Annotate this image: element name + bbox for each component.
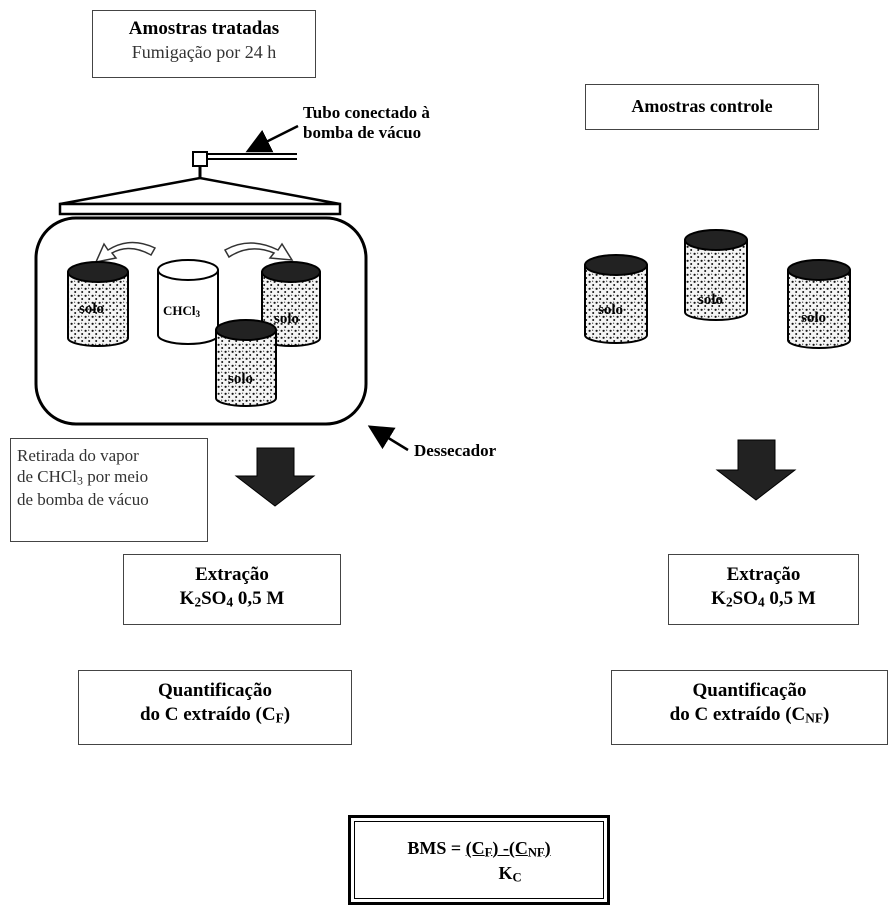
soil-label: solo [228, 371, 254, 387]
bms-formula: BMS = (CF) -(CNF) KC [351, 838, 607, 885]
extraction-box-treated: Extração K2SO4 0,5 M [123, 554, 341, 625]
vacuum-tube-label-line2: bomba de vácuo [303, 123, 422, 143]
vapor-removal-box: Retirada do vapor de CHCl3 por meio de b… [10, 438, 208, 542]
chloroform-container [157, 259, 219, 345]
quantification-box-control: Quantificação do C extraído (CNF) [611, 670, 888, 745]
control-samples-box: Amostras controle [585, 84, 819, 130]
desiccator-label: Dessecador [414, 441, 497, 460]
desiccator-pointer-arrow [367, 425, 409, 452]
desiccator-lid [58, 176, 342, 216]
chloroform-subscript: 3 [195, 308, 201, 319]
extraction-title: Extração [726, 564, 801, 585]
vapor-removal-line3: de bomba de vácuo [17, 489, 149, 509]
bms-formula-box: BMS = (CF) -(CNF) KC [348, 815, 610, 905]
soil-label: solo [274, 311, 300, 327]
soil-can [684, 229, 748, 321]
fumigation-label: Fumigação por 24 h [131, 41, 277, 62]
formula-denominator: KC [498, 862, 522, 885]
soil-can [787, 259, 851, 349]
vapor-removal-line1: Retirada do vapor [17, 446, 139, 465]
control-samples-title: Amostras controle [631, 96, 773, 116]
vacuum-tube-label-line1: Tubo conectado à [303, 103, 430, 122]
extraction-reagent: K2SO4 0,5 M [711, 587, 816, 610]
treated-samples-box: Amostras tratadas Fumigação por 24 h [92, 10, 316, 78]
formula-lhs: BMS = [407, 838, 466, 858]
treated-samples-title: Amostras tratadas [128, 18, 280, 39]
down-arrow-treated [234, 447, 316, 507]
formula-numerator: (CF) -(CNF) [465, 838, 551, 860]
soil-can [261, 261, 321, 347]
quantification-title: Quantificação [692, 680, 807, 701]
soil-can [67, 261, 129, 347]
chloroform-text: CHCl [163, 303, 196, 318]
extraction-box-control: Extração K2SO4 0,5 M [668, 554, 859, 625]
tube-pointer-arrow [245, 124, 299, 153]
vapor-removal-line2: de CHCl3 por meio [17, 467, 149, 488]
vapor-flow-arrows [94, 241, 294, 264]
extraction-reagent: K2SO4 0,5 M [179, 587, 285, 610]
soil-label: solo [801, 310, 827, 326]
soil-label: solo [79, 301, 105, 317]
quantification-detail: do C extraído (CNF) [669, 703, 830, 726]
quantification-box-treated: Quantificação do C extraído (CF) [78, 670, 352, 745]
soil-can [584, 254, 648, 344]
down-arrow-control [715, 439, 797, 501]
soil-label: solo [598, 302, 624, 318]
vacuum-tube [192, 151, 297, 180]
quantification-title: Quantificação [158, 680, 272, 701]
chloroform-label: CHCl3 [163, 303, 200, 320]
quantification-detail: do C extraído (CF) [139, 703, 291, 726]
vacuum-tube-label: Tubo conectado à bomba de vácuo [303, 103, 430, 144]
soil-can [215, 319, 277, 407]
extraction-title: Extração [195, 564, 269, 585]
soil-label: solo [698, 292, 724, 308]
